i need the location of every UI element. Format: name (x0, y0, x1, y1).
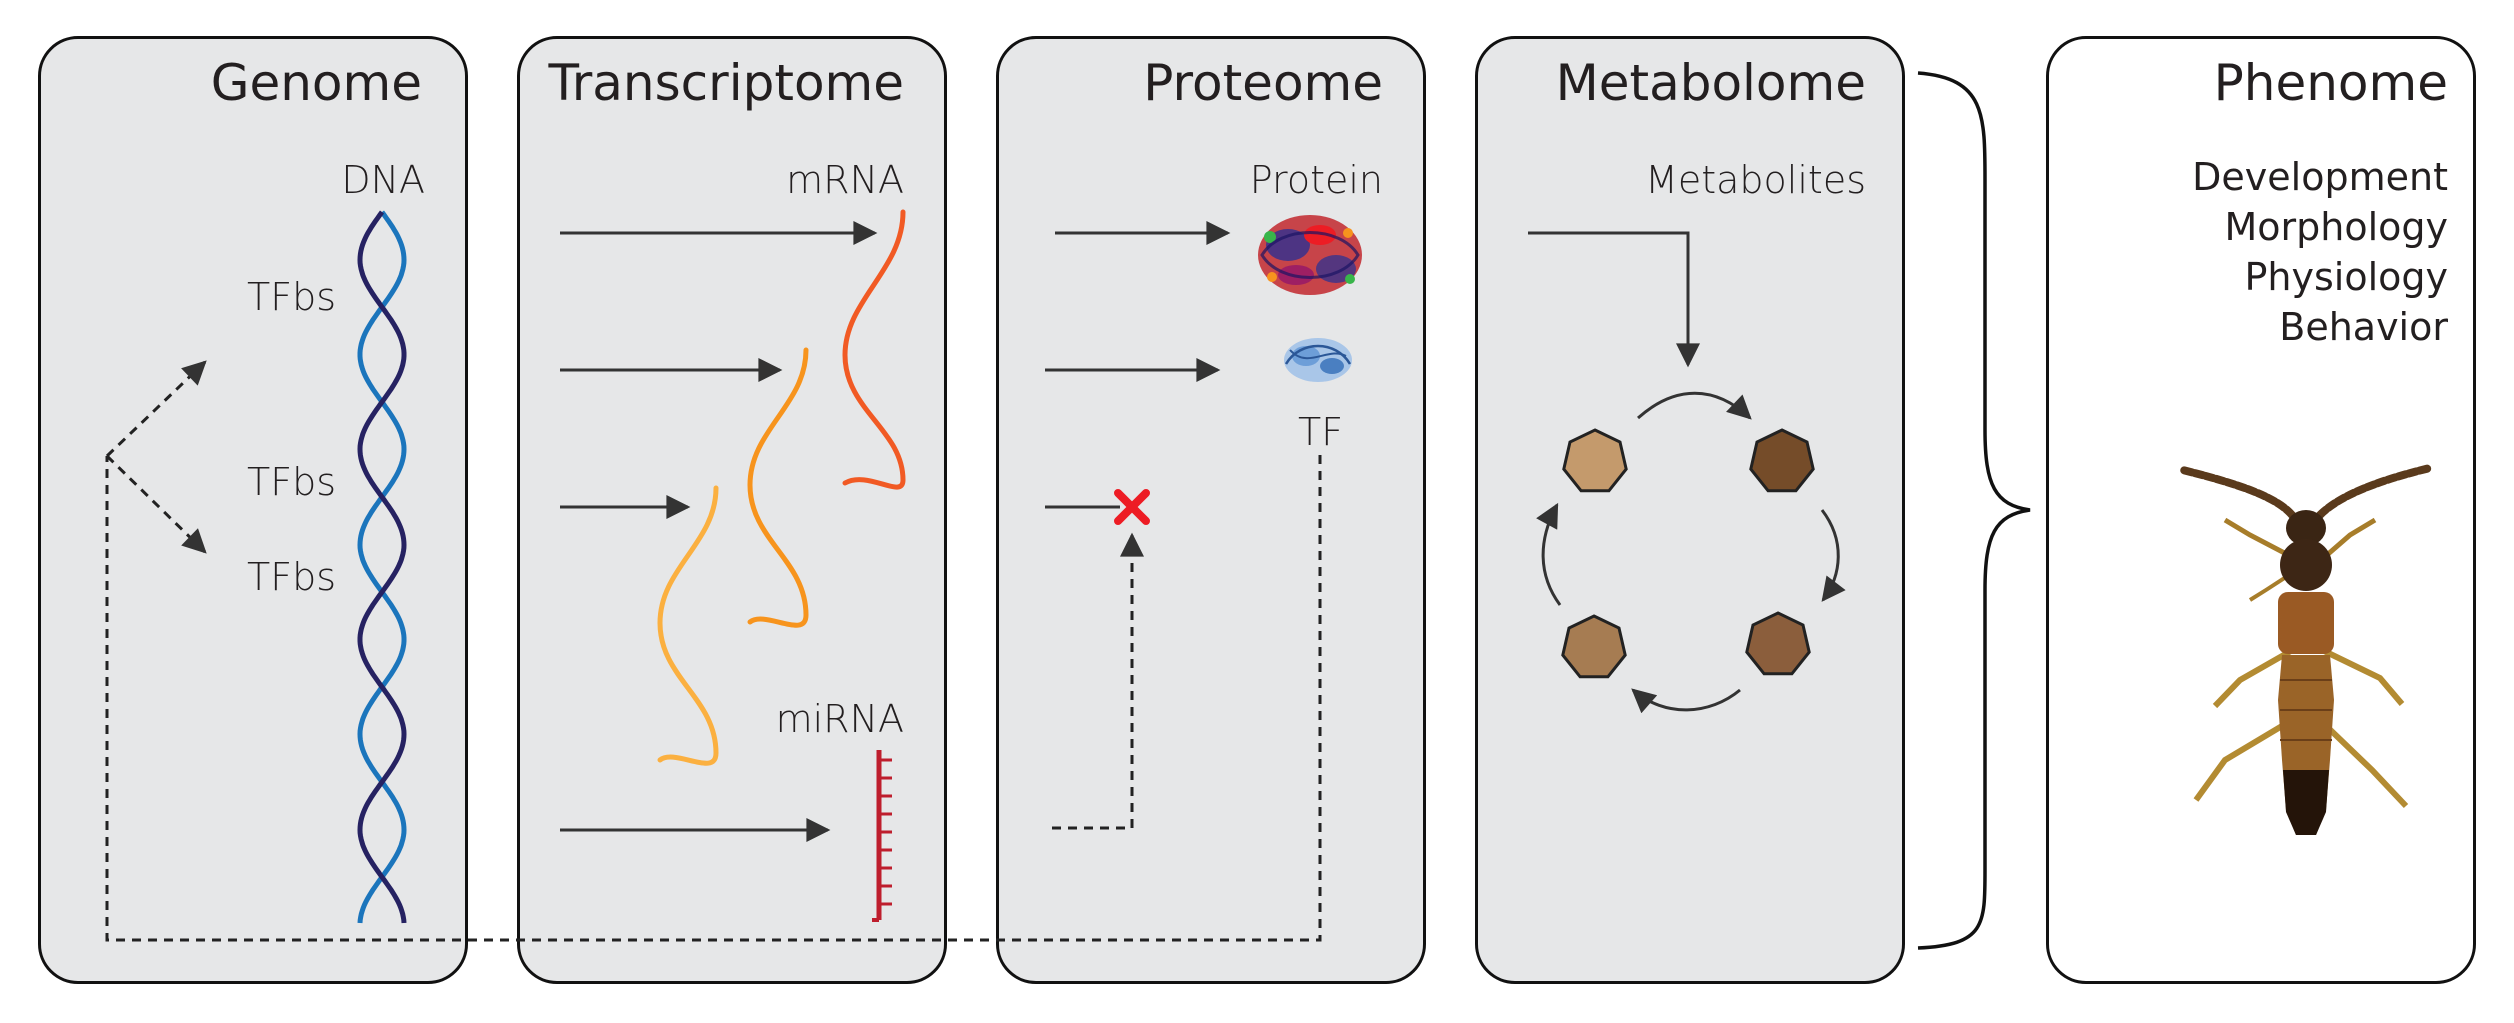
tfbs-label-1: TFbs (247, 275, 336, 319)
trait-behavior: Behavior (2279, 305, 2448, 349)
tf-structure-icon (1284, 338, 1352, 382)
proteome-title: Proteome (1143, 54, 1383, 112)
proteome-panel (996, 36, 1426, 984)
metabolite-heptagon (1562, 428, 1628, 493)
metabolite-input-arrow (1528, 231, 1700, 368)
block-cross-icon (1114, 489, 1150, 525)
curly-brace (1917, 71, 2031, 950)
mirna-label: miRNA (775, 697, 904, 741)
tfbs-label-2: TFbs (247, 460, 336, 504)
tf-label: TF (1298, 410, 1344, 454)
genome-title: Genome (210, 54, 422, 112)
rove-beetle-image (2179, 464, 2434, 835)
mrna-strand-dark (842, 209, 906, 490)
trait-physiology: Physiology (2244, 255, 2448, 299)
tfbs-dashed-arrow-upper (105, 360, 207, 458)
metabolome-title: Metabolome (1555, 54, 1866, 112)
mrna-label: mRNA (786, 158, 904, 202)
phenome-panel (2046, 36, 2476, 984)
dna-helix (357, 210, 407, 924)
cycle-arrow-top (1637, 391, 1752, 420)
cycle-arrow-left (1536, 502, 1562, 606)
tf-feedback-dashed-line (105, 455, 1322, 942)
cycle-arrow-bottom (1631, 688, 1741, 714)
metabolite-heptagon (1561, 614, 1627, 679)
dna-label: DNA (341, 158, 425, 202)
dna-strand-a (357, 210, 407, 924)
phenome-title: Phenome (2213, 54, 2448, 112)
mrna-strand-mid (747, 347, 809, 628)
mrna-strand-light (657, 485, 719, 766)
dna-strand-b (357, 210, 407, 924)
metabolite-heptagon (1745, 611, 1811, 676)
metabolite-heptagon (1749, 428, 1815, 493)
protein-label: Protein (1249, 158, 1383, 202)
genome-panel (38, 36, 468, 984)
cycle-arrow-right (1820, 509, 1846, 602)
protein-structure-icon (1258, 215, 1362, 295)
metabolites-label: Metabolites (1645, 158, 1866, 202)
mirna-strand (872, 750, 892, 922)
transcriptome-title: Transcriptome (548, 54, 904, 112)
trait-development: Development (2192, 155, 2448, 199)
trait-morphology: Morphology (2224, 205, 2448, 249)
tfbs-dashed-arrow-lower (105, 454, 207, 554)
transcriptome-panel (517, 36, 947, 984)
mirna-inhibition-dashed (1052, 532, 1144, 830)
tfbs-label-3: TFbs (247, 555, 336, 599)
metabolite-cycle (1561, 428, 1815, 679)
phenotype-trait-list: Development Morphology Physiology Behavi… (2150, 152, 2448, 352)
